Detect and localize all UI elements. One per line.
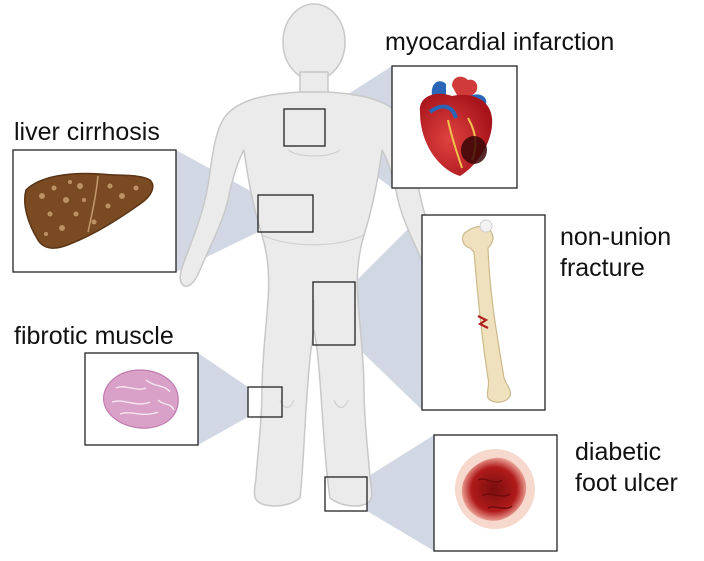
label-non-union-line2: fracture [560, 253, 671, 284]
connector-muscle [198, 353, 248, 445]
label-fibrotic-muscle-text: fibrotic muscle [14, 321, 174, 352]
label-myocardial-infarction-text: myocardial infarction [385, 27, 614, 58]
connector-femur [355, 215, 422, 410]
label-diabetic-line2: foot ulcer [575, 468, 678, 499]
label-liver-cirrhosis: liver cirrhosis [14, 117, 160, 148]
label-fibrotic-muscle: fibrotic muscle [14, 321, 174, 352]
muscle-tissue-icon [104, 370, 179, 428]
label-liver-cirrhosis-text: liver cirrhosis [14, 117, 160, 148]
label-diabetic-foot-ulcer: diabetic foot ulcer [575, 437, 678, 499]
label-diabetic-line1: diabetic [575, 437, 678, 468]
ulcer-icon [455, 449, 535, 529]
label-non-union-fracture: non-union fracture [560, 222, 671, 284]
label-myocardial-infarction: myocardial infarction [385, 27, 614, 58]
label-non-union-line1: non-union [560, 222, 671, 253]
connector-foot [367, 435, 434, 551]
